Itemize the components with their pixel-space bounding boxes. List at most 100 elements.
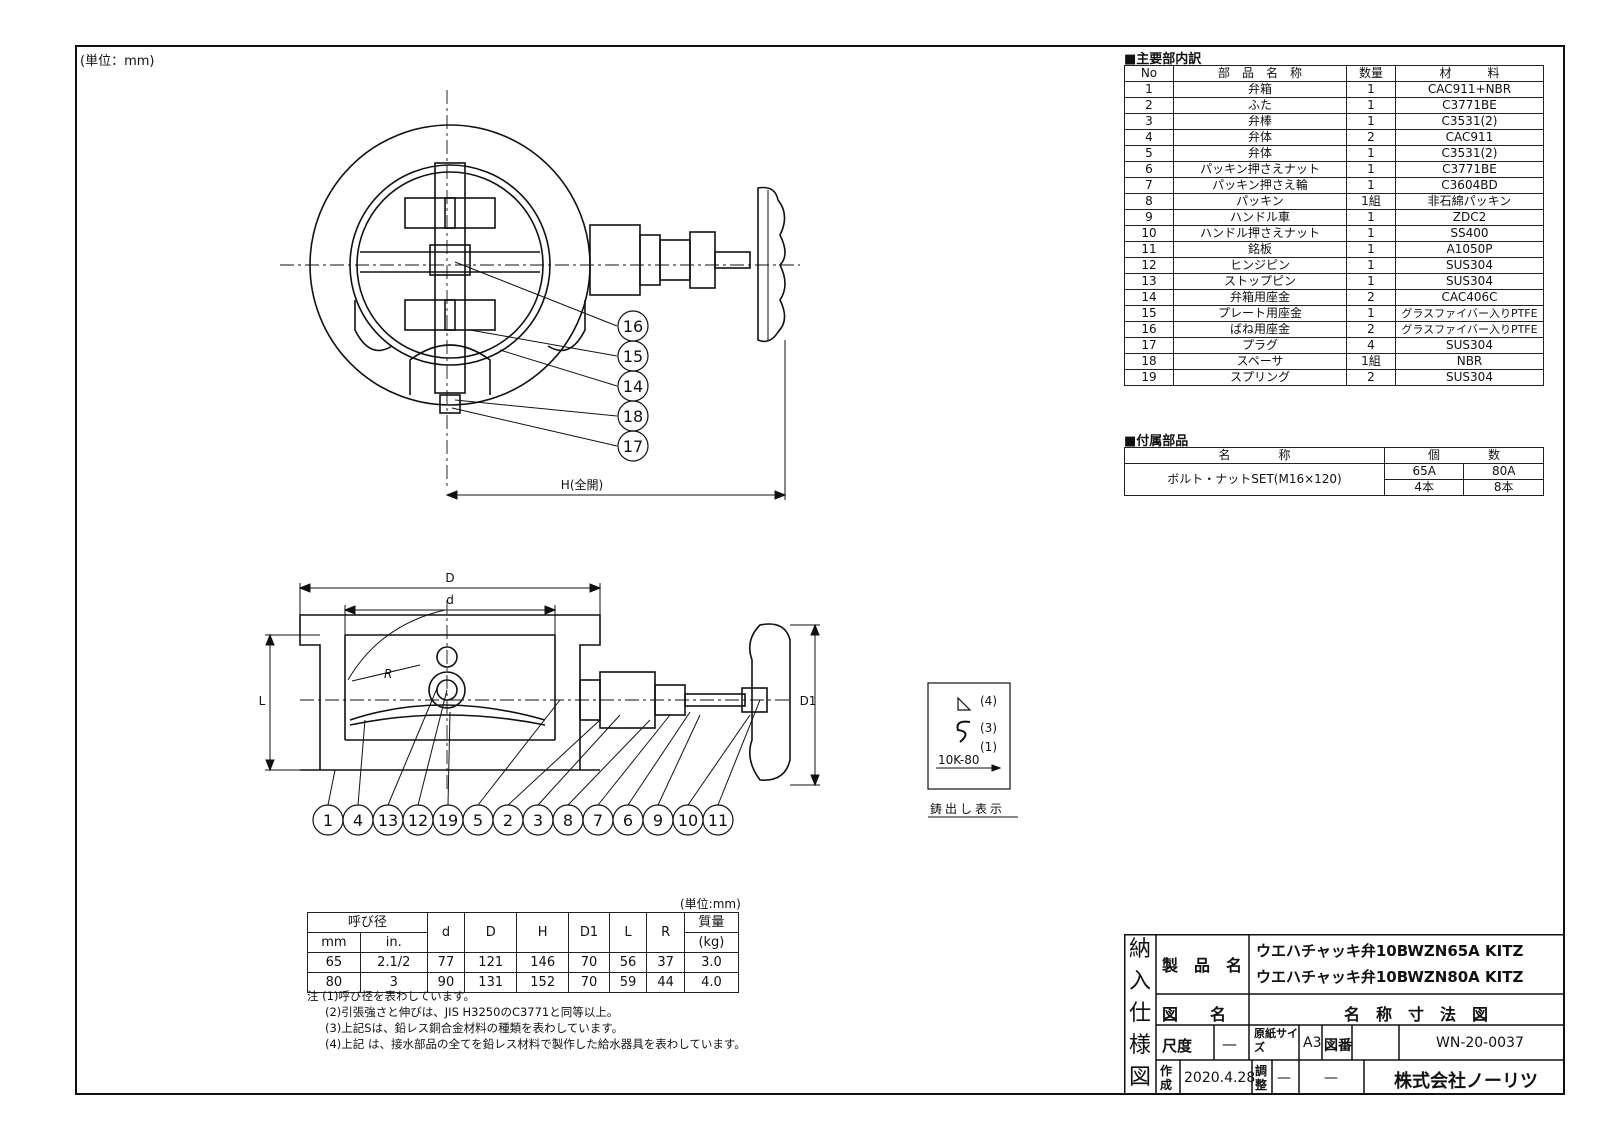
callout-top-2: 15 <box>623 347 643 366</box>
dims-cell: 70 <box>568 952 610 973</box>
parts-cell: SUS304 <box>1395 369 1544 386</box>
callout-top-1: 16 <box>623 317 643 336</box>
parts-cell: 1 <box>1346 209 1396 226</box>
dims-in: in. <box>359 932 428 953</box>
note-1: 注 (1)呼び径を表わしています。 <box>307 989 475 1003</box>
callout-top-4: 18 <box>623 407 643 426</box>
note-4: (4)上記 は、接水部品の全てを鉛レス材料で製作した給水器具を表わしています。 <box>325 1037 746 1051</box>
parts-cell: 1 <box>1124 81 1174 98</box>
parts-cell: 2 <box>1346 289 1396 306</box>
parts-header: 材 料 <box>1395 65 1544 82</box>
callout-side: 10 <box>678 811 698 830</box>
notes: 注 (1)呼び径を表わしています。 (2)引張強さと伸びは、JIS H3250の… <box>307 988 746 1052</box>
acc-header-name: 名 称 <box>1124 447 1385 464</box>
parts-cell: SUS304 <box>1395 257 1544 274</box>
tb-paper-label: 原紙サイズ <box>1254 1027 1298 1054</box>
tb-vert-char: 仕 <box>1128 1001 1151 1026</box>
parts-cell: SUS304 <box>1395 337 1544 354</box>
tb-drawing-label: 図 名 <box>1162 1005 1227 1024</box>
parts-cell: 非石綿パッキン <box>1395 193 1544 210</box>
tb-dwg-no: WN-20-0037 <box>1436 1035 1524 1051</box>
parts-cell: SS400 <box>1395 225 1544 242</box>
parts-cell: 2 <box>1346 129 1396 146</box>
callout-side: 9 <box>653 811 663 830</box>
parts-cell: 11 <box>1124 241 1174 258</box>
parts-cell: 1 <box>1346 225 1396 242</box>
parts-cell: 弁体 <box>1173 129 1347 146</box>
dims-col: D1 <box>568 912 610 953</box>
tb-scale-value: — <box>1222 1035 1237 1053</box>
callout-side: 12 <box>408 811 428 830</box>
parts-cell: A1050P <box>1395 241 1544 258</box>
dims-cell: 65 <box>307 952 361 973</box>
parts-cell: 14 <box>1124 289 1174 306</box>
callout-side: 6 <box>623 811 633 830</box>
tb-vert-char: 納 <box>1128 937 1151 962</box>
tb-product-line-1: ウエハチャッキ弁10BWZN65A KITZ <box>1256 942 1524 960</box>
dim-D1-label: D1 <box>800 694 817 708</box>
cast-label: 鋳出し表示 <box>930 802 1006 816</box>
callout-top-5: 17 <box>623 437 643 456</box>
dims-col: R <box>646 912 685 953</box>
dims-cell: 80 <box>307 972 361 993</box>
parts-cell: CAC911+NBR <box>1395 81 1544 98</box>
tb-dwg-no-label: 図番 <box>1324 1038 1352 1054</box>
parts-cell: 8 <box>1124 193 1174 210</box>
parts-cell: プラグ <box>1173 337 1347 354</box>
callout-side: 13 <box>378 811 398 830</box>
parts-cell: ふた <box>1173 97 1347 114</box>
tb-product-label: 製 品 名 <box>1162 956 1243 975</box>
callout-side: 3 <box>533 811 543 830</box>
parts-cell: C3531(2) <box>1395 113 1544 130</box>
dims-mass: 質量 <box>683 912 740 933</box>
parts-cell: 1 <box>1346 241 1396 258</box>
tb-paper-value: A3 <box>1303 1035 1322 1051</box>
dims-cell: 3.0 <box>683 952 740 973</box>
parts-cell: ハンドル車 <box>1173 209 1347 226</box>
parts-cell: 1組 <box>1346 353 1396 370</box>
dims-cell: 77 <box>426 952 466 973</box>
tb-drawing-name: 名 称 寸 法 図 <box>1344 1005 1489 1024</box>
acc-table: 名 称 個 数 ボルト・ナットSET(M16×120) 65A 80A 4本 8… <box>1124 447 1544 496</box>
cast-mark-4: (4) <box>980 694 997 708</box>
parts-cell: スプリング <box>1173 369 1347 386</box>
parts-cell: ZDC2 <box>1395 209 1544 226</box>
dims-cell: 3 <box>359 972 428 993</box>
parts-cell: ばね用座金 <box>1173 321 1347 338</box>
dims-cell: 121 <box>464 952 518 973</box>
dims-cell: 146 <box>516 952 570 973</box>
parts-header: 部 品 名 称 <box>1173 65 1347 82</box>
callout-side: 8 <box>563 811 573 830</box>
parts-cell: 13 <box>1124 273 1174 290</box>
tb-made-label: 作成 <box>1160 1064 1173 1092</box>
dims-unit: (単位:mm) <box>680 897 741 911</box>
dim-L-label: L <box>259 694 266 708</box>
parts-cell: ヒンジピン <box>1173 257 1347 274</box>
dim-R-label: R <box>384 667 392 681</box>
parts-cell: 弁体 <box>1173 145 1347 162</box>
parts-cell: 17 <box>1124 337 1174 354</box>
parts-cell: 3 <box>1124 113 1174 130</box>
cast-mark-1: (1) <box>980 740 997 754</box>
parts-cell: 4 <box>1124 129 1174 146</box>
acc-name: ボルト・ナットSET(M16×120) <box>1124 463 1385 496</box>
note-2: (2)引張強さと伸びは、JIS H3250のC3771と同等以上。 <box>325 1005 619 1019</box>
unit-label: (単位：mm) <box>80 54 155 69</box>
parts-cell: 19 <box>1124 369 1174 386</box>
dims-cell: 152 <box>516 972 570 993</box>
dims-cell: 37 <box>646 952 685 973</box>
dims-cell: 70 <box>568 972 610 993</box>
callout-side: 7 <box>593 811 603 830</box>
tb-made-date: 2020.4.28 <box>1184 1070 1256 1086</box>
dims-mass-unit: (kg) <box>683 932 740 953</box>
tb-adj-value-2: — <box>1324 1070 1338 1086</box>
